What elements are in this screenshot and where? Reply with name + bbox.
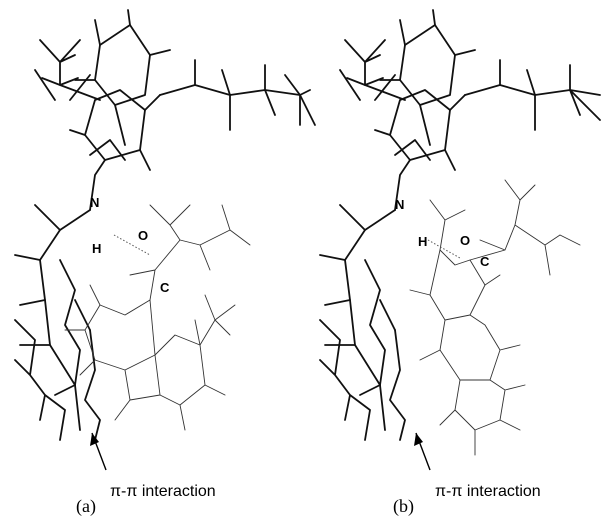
panel-a-tag: (a) xyxy=(76,496,96,517)
panel-b-tag: (b) xyxy=(393,496,414,517)
panel-b-arrow xyxy=(414,432,431,471)
panel-b-hydrogen-bond xyxy=(427,239,461,259)
panel-b-lower-molecule xyxy=(409,179,581,456)
panel-a-atom-c: C xyxy=(160,280,170,295)
panel-b-atom-c: C xyxy=(480,254,490,269)
panel-a-atom-o: O xyxy=(138,228,148,243)
panel-b-atom-o: O xyxy=(460,233,470,248)
panel-a-lower-molecule xyxy=(64,204,251,431)
panel-b: N H O C π-π interaction (b) xyxy=(319,9,601,517)
panel-b-annotation: π-π interaction xyxy=(435,483,541,500)
panel-a-annotation: π-π interaction xyxy=(110,483,216,500)
panel-b-upper-molecule xyxy=(319,9,601,441)
panel-a-atom-h: H xyxy=(92,241,101,256)
panel-a-upper-molecule xyxy=(14,9,316,441)
panel-b-atom-h: H xyxy=(418,234,427,249)
panel-b-atom-n: N xyxy=(395,197,404,212)
panel-a-atom-n: N xyxy=(90,195,99,210)
panel-a-arrow xyxy=(90,432,107,471)
panel-a: N H O C π-π interaction (a) xyxy=(14,9,316,517)
